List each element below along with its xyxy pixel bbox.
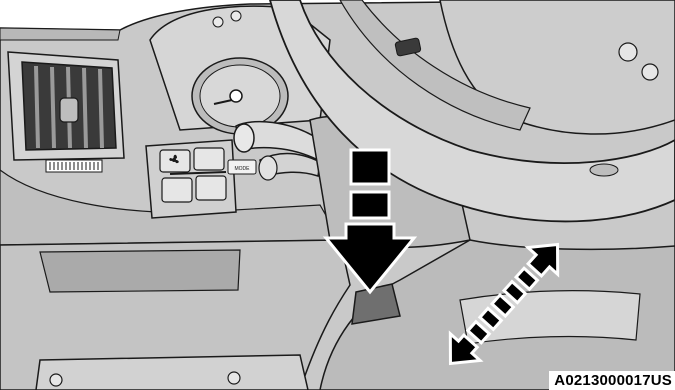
dash-top-edge: [0, 28, 120, 40]
fastener-right: [228, 372, 240, 384]
fastener-left: [50, 374, 62, 386]
lower-storage-bin: [40, 250, 240, 292]
mode-button-label: MODE: [235, 166, 251, 172]
glove-box: [36, 355, 308, 390]
figure-code-label: A0213000017US: [549, 371, 675, 390]
air-vent-icon: [8, 52, 124, 172]
